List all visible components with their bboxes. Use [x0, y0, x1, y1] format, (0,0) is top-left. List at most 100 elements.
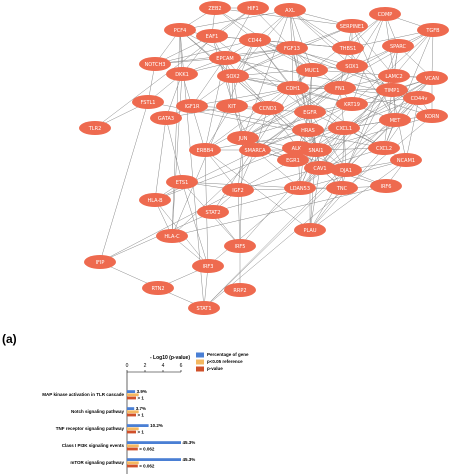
node-label: CXCL1: [336, 126, 352, 132]
network-edge: [431, 29, 434, 79]
network-node: LDAN53: [284, 181, 316, 195]
x-tick-label: 0: [126, 363, 129, 369]
network-node: RTN2: [142, 281, 174, 295]
legend-swatch: [196, 366, 204, 372]
network-node: HIF1: [237, 1, 269, 15]
network-edge: [204, 105, 233, 151]
node-ellipse: [142, 281, 174, 295]
network-edge: [345, 45, 399, 171]
network-edge: [393, 29, 434, 77]
legend-swatch: [196, 352, 204, 358]
network-node: LAMC2: [378, 69, 410, 83]
network-node: JUN: [227, 131, 259, 145]
network-edge: [341, 127, 345, 189]
node-ellipse: [296, 63, 328, 77]
bar: [127, 461, 139, 465]
network-edge: [383, 29, 434, 149]
node-label: SMARCA: [244, 148, 266, 154]
network-edge: [343, 89, 393, 129]
network-node: ERBB4: [189, 143, 221, 157]
network-edge: [179, 29, 183, 75]
network-edge: [207, 187, 301, 267]
network-edge: [171, 185, 387, 237]
node-label: KRT19: [344, 102, 360, 108]
node-ellipse: [227, 131, 259, 145]
node-ellipse: [166, 175, 198, 189]
network-node: TGFB: [417, 23, 449, 37]
node-label: EPCAM: [216, 56, 233, 62]
network-node: SOX2: [217, 69, 249, 83]
network-edge: [242, 103, 353, 139]
node-label: SOX1: [345, 64, 358, 70]
node-ellipse: [217, 69, 249, 83]
bar-value-label: > 1: [138, 395, 145, 400]
node-ellipse: [209, 51, 241, 65]
network-edge: [267, 107, 299, 149]
node-label: MET: [390, 118, 401, 124]
chart-title: - Log10 (p-value): [150, 355, 190, 361]
node-ellipse: [326, 181, 358, 195]
network-node: MUC1: [296, 63, 328, 77]
node-label: NOTCH3: [145, 62, 166, 68]
node-ellipse: [274, 3, 306, 17]
node-ellipse: [277, 81, 309, 95]
network-node: IFIP: [84, 255, 116, 269]
network-edge: [181, 181, 209, 267]
network-node: HLA-B: [139, 193, 171, 207]
bar: [127, 413, 136, 417]
node-ellipse: [276, 41, 308, 55]
network-edge: [154, 117, 167, 201]
node-ellipse: [390, 153, 422, 167]
bar: [127, 424, 149, 427]
node-ellipse: [224, 239, 256, 253]
node-label: VCAN: [425, 76, 439, 82]
network-edge: [309, 169, 347, 231]
network-node: SPARC: [382, 39, 414, 53]
node-ellipse: [164, 23, 196, 37]
network-edge: [242, 65, 353, 139]
network-edge: [289, 9, 353, 67]
node-label: DJA1: [340, 168, 352, 174]
network-node: CD44: [239, 33, 271, 47]
node-label: STAT2: [205, 210, 220, 216]
network-node: CCND1: [252, 101, 284, 115]
node-label: DKK1: [175, 72, 189, 78]
legend-label: Percentage of gene: [207, 352, 249, 357]
node-ellipse: [294, 223, 326, 237]
network-node: FGF13: [276, 41, 308, 55]
network-edge: [203, 265, 209, 309]
network-node: THBS1: [332, 41, 364, 55]
edges: [94, 7, 434, 309]
node-ellipse: [368, 141, 400, 155]
network-edge: [351, 13, 386, 67]
node-label: RTN2: [151, 286, 164, 292]
node-ellipse: [188, 301, 220, 315]
node-label: THBS1: [339, 46, 357, 52]
network-edge: [405, 97, 420, 161]
node-ellipse: [189, 143, 221, 157]
node-ellipse: [237, 1, 269, 15]
network-node: CD44v: [403, 91, 435, 105]
category-label: Class I PI3K signaling events: [62, 443, 125, 448]
network-node: DJA1: [330, 163, 362, 177]
network-node: HLA-C: [156, 229, 188, 243]
node-ellipse: [196, 29, 228, 43]
node-ellipse: [284, 181, 316, 195]
legend-label: p-value: [207, 366, 223, 371]
node-label: CDMP: [378, 12, 393, 18]
network-node: TLR2: [79, 121, 111, 135]
network-edge: [254, 87, 341, 151]
node-label: FN1: [335, 86, 345, 92]
network-edge: [309, 69, 313, 113]
bar-value-label: = 0.062: [139, 446, 155, 451]
node-label: HLA-C: [164, 234, 180, 240]
node-ellipse: [216, 99, 248, 113]
network-edge: [232, 65, 353, 77]
node-ellipse: [176, 99, 208, 113]
bar: [127, 390, 136, 393]
node-ellipse: [239, 33, 271, 47]
node-label: CD44: [248, 38, 262, 44]
network-edge: [224, 57, 269, 109]
node-label: LAMC2: [385, 74, 402, 80]
